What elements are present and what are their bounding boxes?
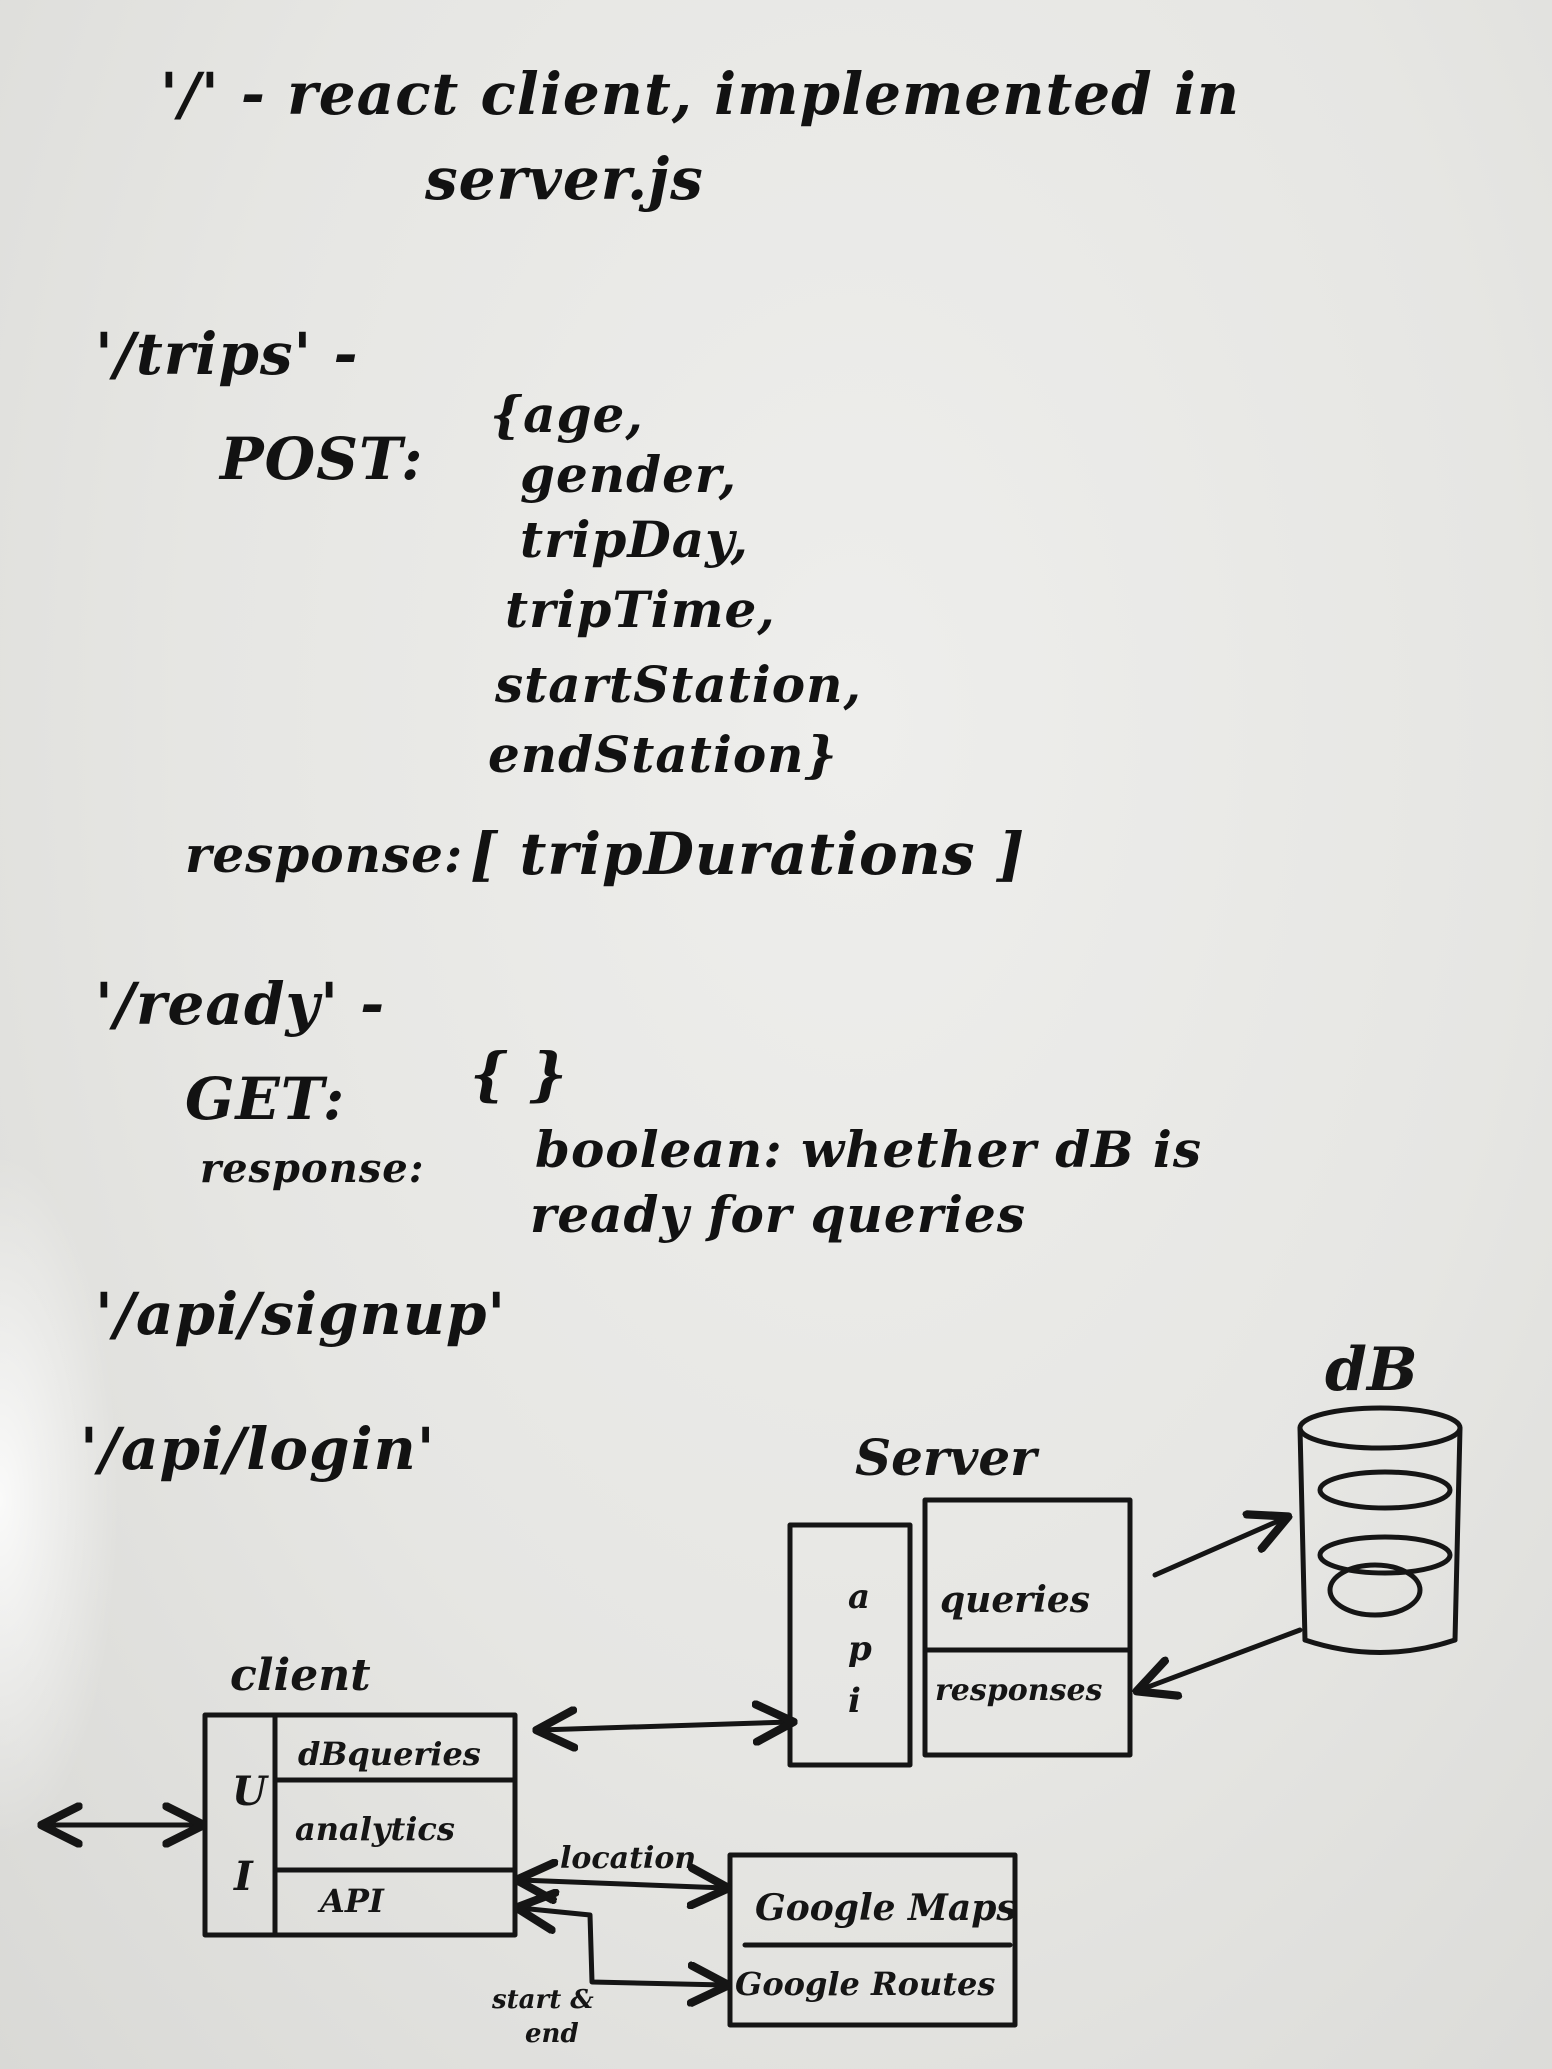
trips-body-line-2: gender, — [520, 445, 738, 504]
ready-response-label: response: — [200, 1145, 425, 1192]
ready-method-label: GET: — [185, 1065, 346, 1133]
trips-body-line-5: startStation, — [495, 655, 862, 714]
client-title: client — [230, 1650, 371, 1701]
db-bottom — [1302, 1637, 1458, 1655]
signup-route-label: '/api/signup' — [95, 1280, 507, 1348]
root-route-line: '/' - react client, implemented in — [160, 60, 1241, 128]
db-cylinder: dB — [1297, 1335, 1463, 1655]
db-top — [1297, 1405, 1463, 1451]
trips-response-label: response: — [185, 825, 464, 884]
login-route-label: '/api/login' — [80, 1415, 436, 1483]
trips-method-label: POST: — [220, 425, 424, 493]
db-right-side — [1452, 1425, 1463, 1643]
google-box: Google Maps Google Routes — [727, 1852, 1018, 2028]
server-section-queries: queries — [940, 1579, 1090, 1621]
server-box: Server a p i queries responses — [787, 1428, 1133, 1768]
trips-body-line-6: endStation} — [488, 725, 838, 784]
server-sections-outline — [922, 1497, 1133, 1758]
edge-end-label: end — [525, 2019, 579, 2049]
db-ring-3 — [1327, 1562, 1423, 1618]
edge-client-server — [540, 1722, 790, 1730]
db-ring-2 — [1317, 1534, 1453, 1576]
root-route-line-cont: server.js — [425, 145, 704, 213]
diagram-edges: location start & end — [45, 1518, 1303, 2049]
client-ui-letter-u: U — [232, 1768, 269, 1815]
trips-body-line-3: tripDay, — [520, 510, 749, 569]
server-section-responses: responses — [935, 1673, 1103, 1708]
db-title: dB — [1325, 1335, 1418, 1405]
edge-client-google-maps — [520, 1880, 725, 1888]
client-ui-letter-i: I — [233, 1853, 254, 1900]
edge-client-google-routes — [520, 1908, 725, 1985]
trips-body-line-4: tripTime, — [505, 580, 776, 639]
server-title: Server — [855, 1428, 1040, 1487]
edge-queries-db — [1152, 1518, 1285, 1578]
server-api-outline — [787, 1522, 913, 1768]
ready-body: { } — [470, 1040, 568, 1108]
ready-response-value-cont: ready for queries — [530, 1185, 1027, 1244]
google-section-maps: Google Maps — [755, 1887, 1017, 1929]
trips-route-label: '/trips' - — [95, 320, 359, 388]
edge-db-responses — [1140, 1627, 1303, 1690]
client-box: client U I dBqueries analytics API — [202, 1650, 518, 1938]
light-glare — [0, 1150, 120, 1850]
edge-start-label: start & — [491, 1985, 594, 2015]
client-section-dbqueries: dBqueries — [298, 1735, 481, 1773]
ready-route-label: '/ready' - — [95, 970, 386, 1038]
trips-response-value: [ tripDurations ] — [470, 820, 1026, 888]
server-api-letter-a: a — [848, 1577, 870, 1617]
client-section-api: API — [317, 1882, 385, 1920]
google-section-routes: Google Routes — [735, 1965, 995, 2003]
edge-location-label: location — [560, 1841, 696, 1876]
ready-response-value: boolean: whether dB is — [535, 1120, 1203, 1179]
client-section-analytics: analytics — [295, 1810, 455, 1848]
trips-body-line-1: {age, — [490, 385, 644, 444]
server-api-letter-i: i — [848, 1681, 861, 1721]
db-ring-1 — [1317, 1469, 1453, 1511]
db-left-side — [1297, 1425, 1308, 1643]
server-api-letter-p: p — [848, 1629, 872, 1669]
